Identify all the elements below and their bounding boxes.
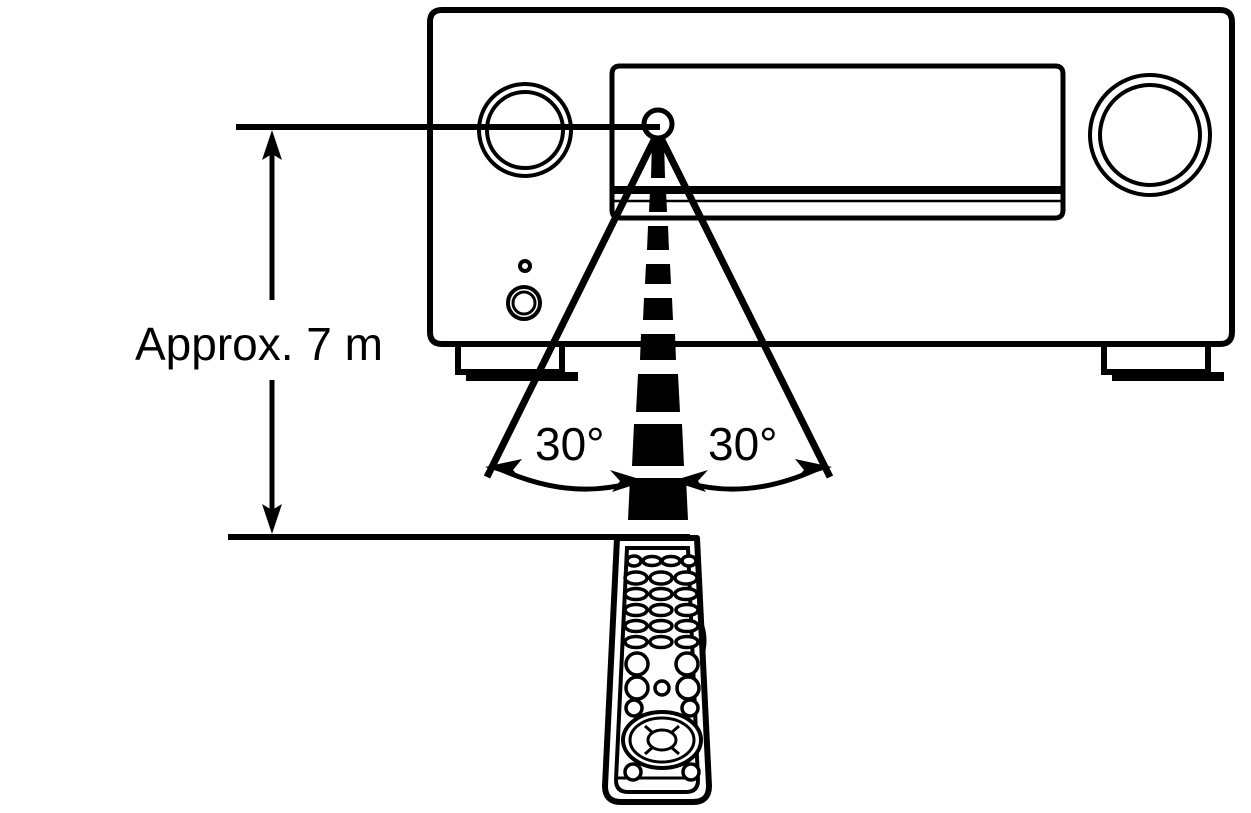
- angle-arrows: [485, 459, 832, 492]
- cone-edge-right: [656, 134, 834, 479]
- cone-edge-left: [483, 134, 660, 479]
- receiver-chassis: [427, 7, 1235, 347]
- ir-coverage-cone: [483, 134, 834, 479]
- av-receiver-front-panel: [427, 7, 1235, 381]
- left-foot: [455, 341, 578, 381]
- button-grid[interactable]: [623, 554, 701, 718]
- right-foot: [1101, 341, 1224, 381]
- remote-bezel: [613, 546, 701, 794]
- remote-body: [602, 535, 712, 805]
- display-window-frame: [609, 63, 1066, 221]
- arrowhead-left-inner: [610, 470, 646, 492]
- display-window: [609, 63, 1066, 221]
- display-divider-bar: [612, 186, 1063, 194]
- side-button[interactable]: [700, 622, 707, 660]
- ir-signal-beam: [628, 140, 688, 520]
- navigation-dpad[interactable]: [621, 710, 703, 770]
- distance-dimension-arrow: [262, 130, 282, 534]
- angle-arc-left: [500, 467, 631, 492]
- standby-led: [518, 259, 532, 273]
- remote-control: [602, 535, 712, 805]
- distance-label: Approx. 7 m: [135, 318, 383, 370]
- button-grid-lower[interactable]: [623, 762, 701, 782]
- angle-arc-right: [687, 467, 817, 492]
- angle-label-right: 30°: [708, 418, 778, 470]
- power-button[interactable]: [506, 285, 542, 321]
- enter-button[interactable]: [646, 728, 678, 752]
- arrowhead-right-outer: [795, 459, 832, 479]
- arrowhead-left-outer: [485, 459, 522, 479]
- angle-label-left: 30°: [535, 418, 605, 470]
- arrowhead-right-inner: [672, 470, 708, 492]
- volume-knob[interactable]: [1088, 73, 1212, 197]
